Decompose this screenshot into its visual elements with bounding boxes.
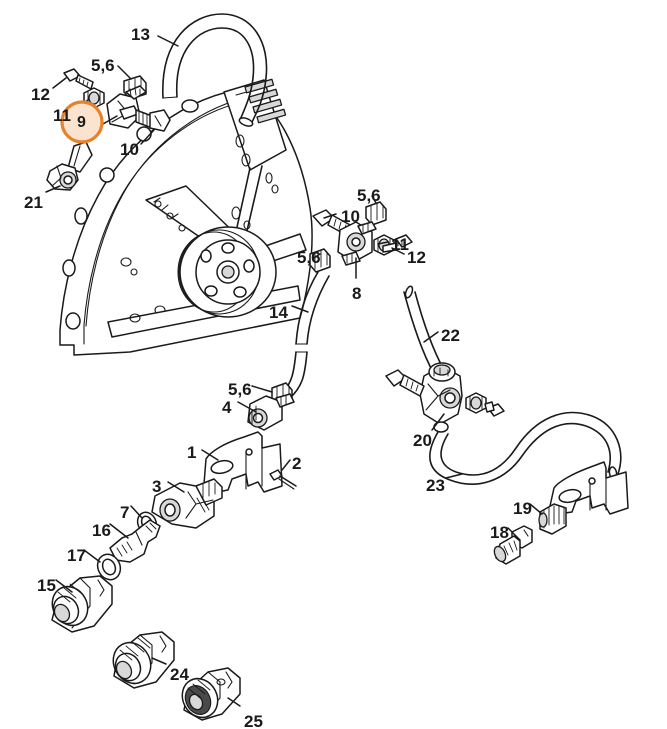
- callout-1[interactable]: 1: [187, 443, 197, 462]
- elbow-21: [46, 163, 79, 191]
- screw-12: [63, 68, 94, 90]
- callout-14[interactable]: 14: [269, 303, 288, 322]
- quick-coupling-15: [51, 575, 113, 633]
- callout-22[interactable]: 22: [441, 326, 460, 345]
- callout-5-6-c[interactable]: 5,6: [297, 248, 321, 267]
- highlight-circle-part-9[interactable]: [60, 100, 104, 144]
- nut-4-group: [247, 382, 295, 431]
- callout-9-highlighted[interactable]: 9: [77, 114, 86, 131]
- callout-3[interactable]: 3: [152, 477, 162, 496]
- callout-10-b[interactable]: 10: [341, 207, 360, 226]
- callout-12-a[interactable]: 12: [31, 85, 50, 104]
- valve-assembly-20: [385, 362, 505, 433]
- coupling-24: [112, 631, 175, 689]
- nut-screw-20-right: [465, 392, 505, 417]
- callout-12-b[interactable]: 12: [407, 248, 426, 267]
- callout-8[interactable]: 8: [352, 284, 362, 303]
- tee-valve-group-8: [309, 201, 413, 273]
- callout-25[interactable]: 25: [244, 712, 263, 729]
- callout-11-b[interactable]: 11: [391, 235, 409, 254]
- bracket-screw-2: [269, 469, 297, 490]
- callout-7[interactable]: 7: [120, 503, 130, 522]
- banjo-bolt-20-left: [385, 369, 425, 397]
- callout-2[interactable]: 2: [292, 454, 302, 473]
- callout-10-a[interactable]: 10: [120, 140, 139, 159]
- fitting-10: [119, 105, 171, 132]
- leader-lines: [45, 35, 543, 707]
- pulley: [177, 226, 277, 318]
- o-ring-17: [96, 553, 122, 581]
- clamp-5-6-right: [365, 201, 387, 226]
- callout-19[interactable]: 19: [513, 499, 532, 518]
- callout-23[interactable]: 23: [426, 476, 445, 495]
- connector-nipple-16: [109, 519, 161, 563]
- callout-21[interactable]: 21: [24, 193, 43, 212]
- knurled-nut-19: [538, 503, 567, 535]
- callout-5-6-d[interactable]: 5,6: [228, 380, 252, 399]
- callout-4[interactable]: 4: [222, 398, 232, 417]
- bracket-right: [549, 461, 629, 515]
- tee-valve-body: [337, 221, 377, 266]
- callout-11-a[interactable]: 11: [53, 106, 71, 125]
- coupling-25: [181, 667, 241, 721]
- callout-13[interactable]: 13: [131, 25, 150, 44]
- screw-12-right: [382, 234, 413, 253]
- callout-5-6-b[interactable]: 5,6: [357, 186, 381, 205]
- blade-guard-assembly: [59, 78, 313, 356]
- callout-20[interactable]: 20: [413, 431, 432, 450]
- union-nut-4: [247, 393, 295, 431]
- callout-17[interactable]: 17: [67, 546, 86, 565]
- callout-15[interactable]: 15: [37, 576, 56, 595]
- callout-5-6-a[interactable]: 5,6: [91, 56, 115, 75]
- callout-24[interactable]: 24: [170, 665, 189, 684]
- hose-22: [403, 285, 445, 375]
- callout-18[interactable]: 18: [490, 523, 509, 542]
- fastener-group-top-left: [46, 68, 171, 191]
- hose-13: [162, 13, 268, 127]
- clamp-5-6-hose14: [309, 248, 331, 273]
- callout-16[interactable]: 16: [92, 521, 111, 540]
- valve-block-3: [151, 478, 223, 529]
- bracket-1: [203, 431, 297, 494]
- plug-fitting-18: [493, 525, 533, 565]
